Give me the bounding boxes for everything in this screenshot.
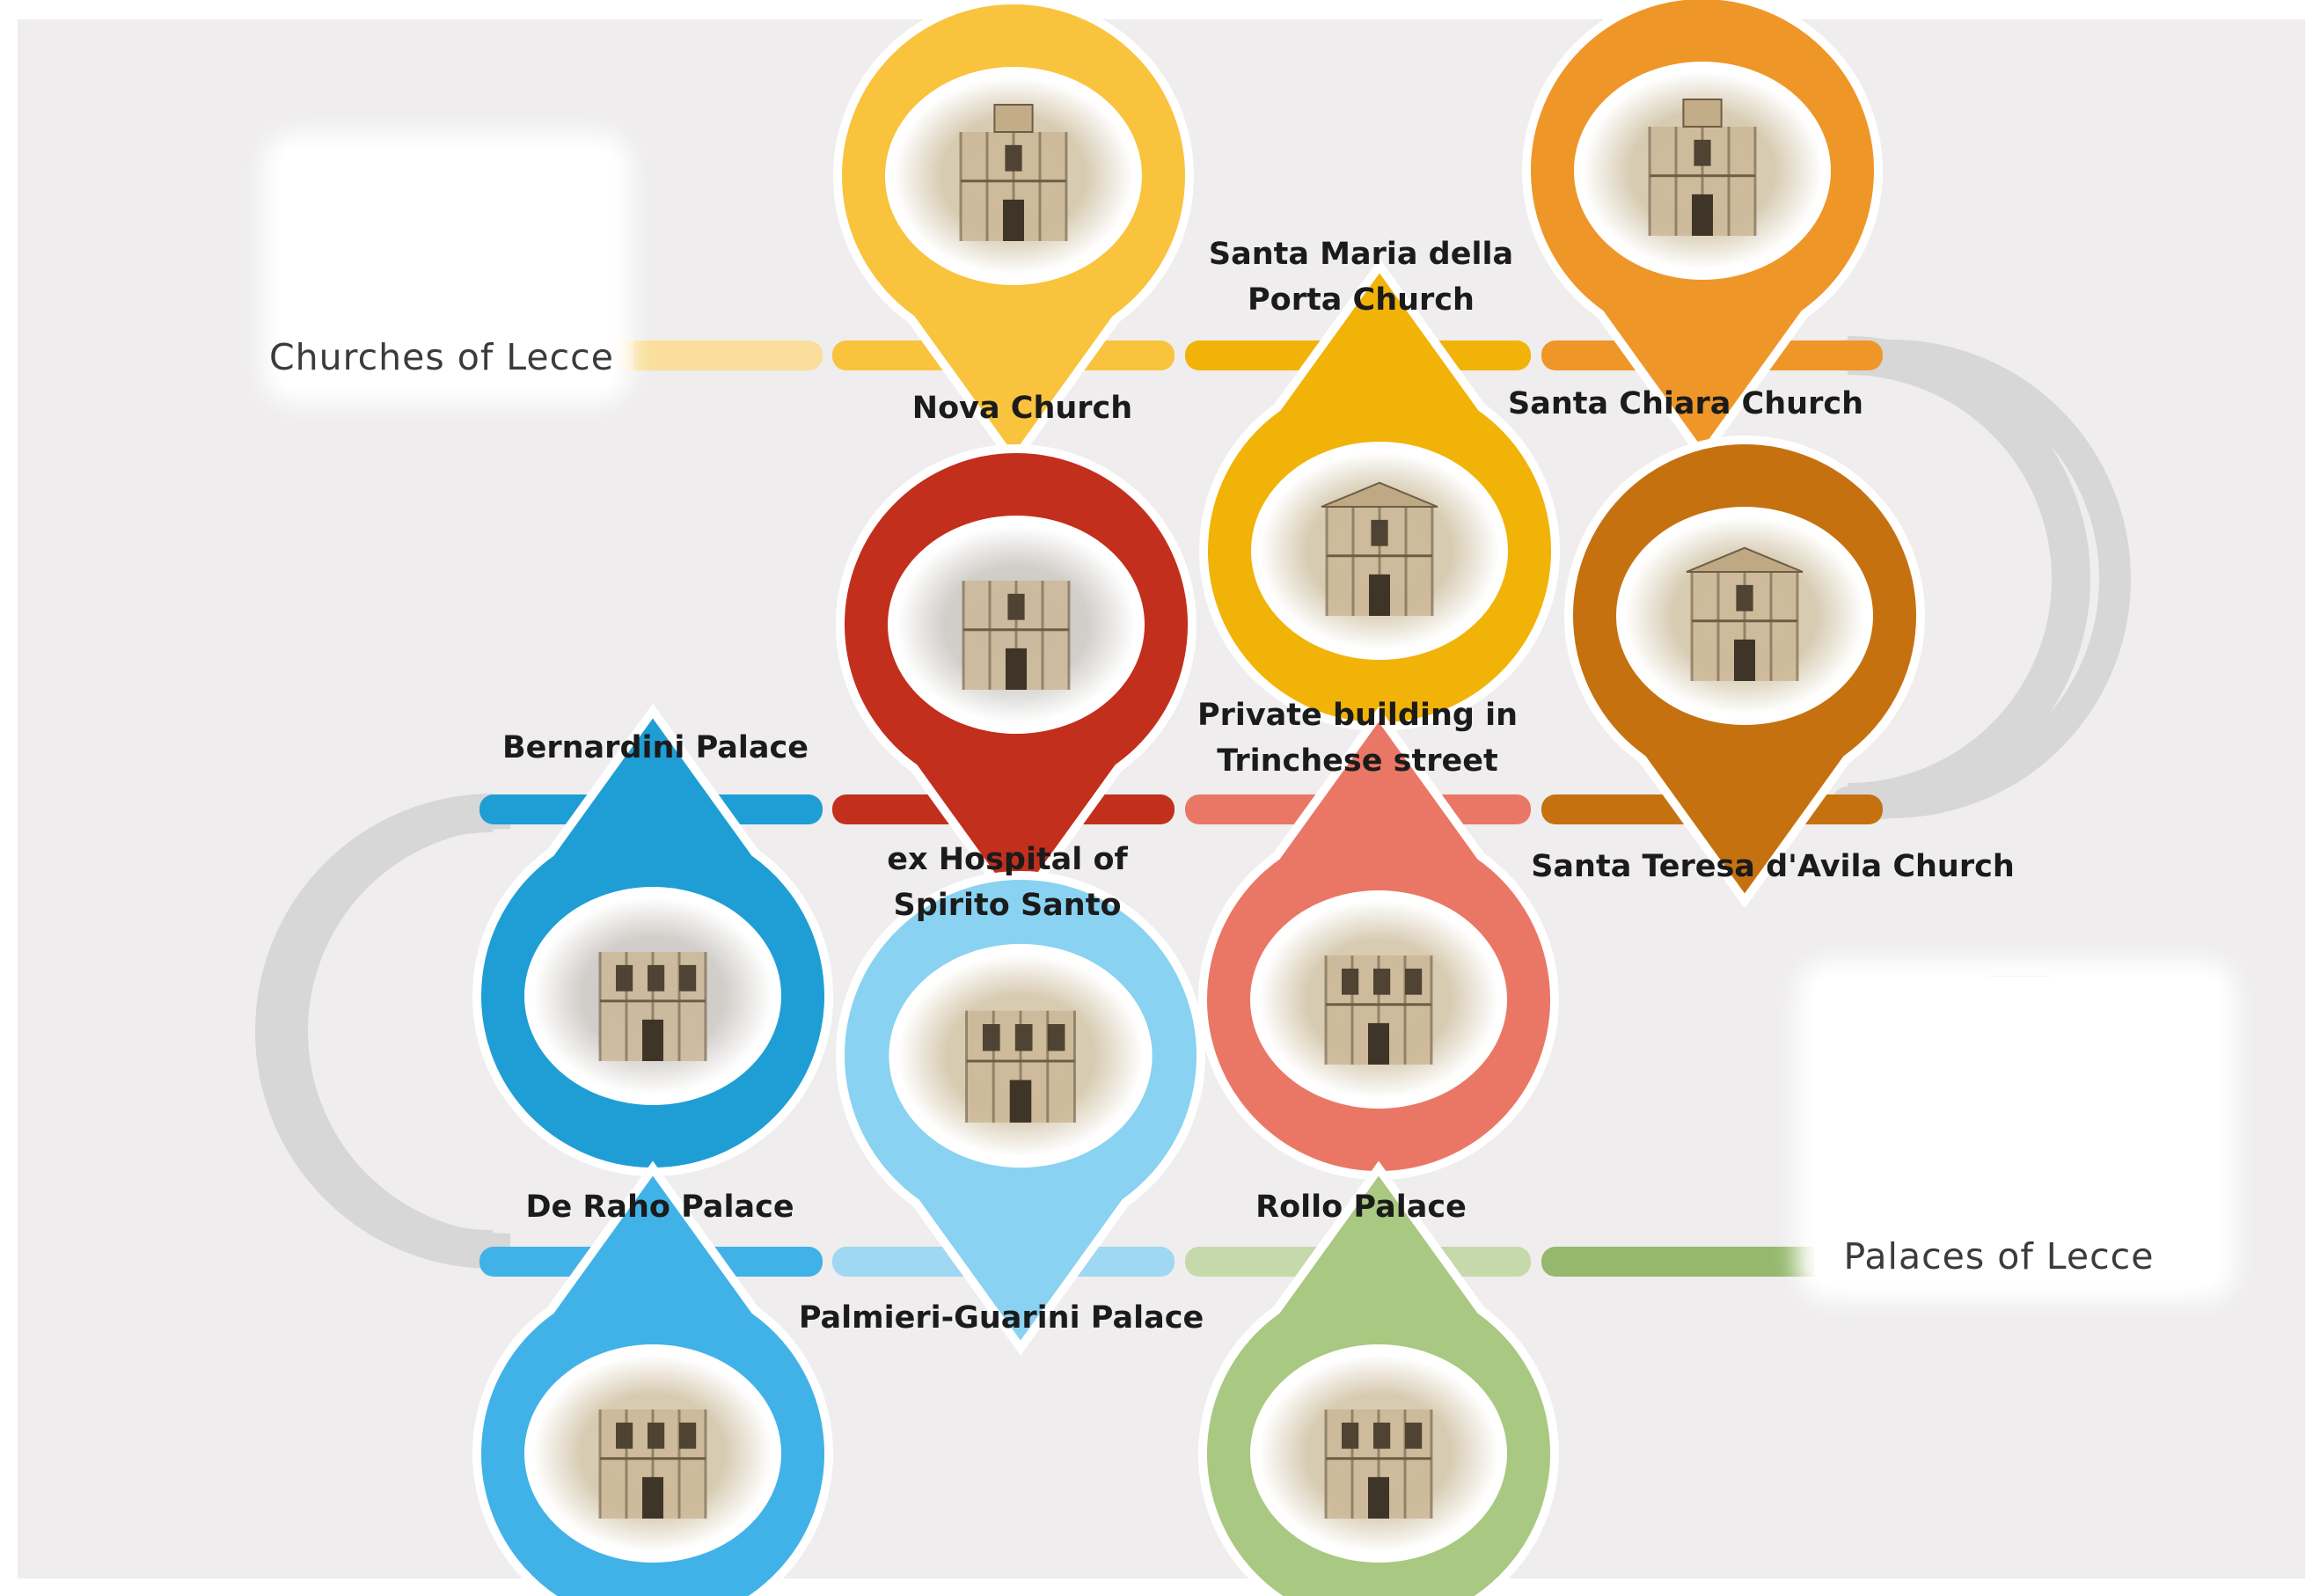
end-card bbox=[1814, 977, 2219, 1285]
pin-palmieri-guarini-palace bbox=[836, 871, 1205, 1356]
pin-ex-hospital-spirito-santo bbox=[836, 444, 1197, 918]
stop-label-line: Spirito Santo bbox=[893, 888, 1122, 923]
stop-label-line: Nova Church bbox=[911, 391, 1133, 426]
stop-label-line: Santa Chiara Church bbox=[1507, 386, 1864, 421]
facade-door bbox=[1003, 199, 1024, 241]
baroque-church-facade-icon bbox=[959, 104, 1068, 241]
facade-window bbox=[679, 964, 697, 992]
route-connector-left-arc bbox=[255, 794, 494, 1269]
stop-label-private-building-trinchese-street: Private building in Trinchese street bbox=[1197, 692, 1518, 784]
facade-door bbox=[1734, 639, 1755, 681]
facade-upper-tier bbox=[1682, 99, 1723, 128]
baroque-church-facade-icon bbox=[1648, 99, 1757, 236]
pin-private-building-trinchese-street bbox=[1198, 706, 1559, 1180]
facade-window bbox=[1405, 1422, 1423, 1449]
facade-window bbox=[1047, 1024, 1065, 1051]
stop-label-de-raho-palace: De Raho Palace bbox=[525, 1184, 794, 1230]
pin-nova-church bbox=[833, 0, 1194, 469]
stop-label-bernardini-palace: Bernardini Palace bbox=[502, 725, 809, 771]
facade-door bbox=[1009, 1080, 1032, 1123]
route-track-segment bbox=[616, 340, 823, 370]
pin-de-raho-palace bbox=[472, 1160, 833, 1596]
stop-label-line: Bernardini Palace bbox=[501, 730, 809, 765]
facade-window bbox=[616, 1422, 633, 1449]
stop-label-palmieri-guarini-palace: Palmieri-Guarini Palace bbox=[799, 1295, 1204, 1341]
facade-door bbox=[1368, 1022, 1389, 1065]
stop-label-ex-hospital-spirito-santo: ex Hospital of Spirito Santo bbox=[887, 837, 1128, 928]
street-facade-icon bbox=[1324, 1409, 1433, 1519]
pin-santa-teresa-davila-church bbox=[1564, 436, 1925, 909]
route-connector-right bbox=[1832, 340, 2131, 818]
route-connector-group bbox=[255, 336, 2131, 1269]
stop-label-line: ex Hospital of bbox=[887, 842, 1128, 877]
start-title: Churches of Lecce bbox=[269, 336, 614, 378]
pin-santa-maria-della-porta-church bbox=[1199, 258, 1560, 731]
end-title: Palaces of Lecce bbox=[1843, 1235, 2155, 1278]
stop-label-rollo-palace: Rollo Palace bbox=[1255, 1184, 1467, 1230]
facade-window bbox=[679, 1422, 697, 1449]
palace-facade-icon bbox=[598, 1409, 707, 1519]
stop-label-santa-maria-della-porta-church: Santa Maria della Porta Church bbox=[1209, 231, 1513, 323]
facade-window bbox=[648, 1422, 665, 1449]
facade-window bbox=[1373, 968, 1391, 995]
stop-label-line: De Raho Palace bbox=[525, 1190, 794, 1225]
facade-door bbox=[1368, 1476, 1389, 1519]
stop-label-santa-chiara-church: Santa Chiara Church bbox=[1508, 381, 1863, 427]
narrow-street-facade-icon bbox=[598, 952, 707, 1061]
facade-window bbox=[1005, 144, 1022, 172]
stop-label-line: Private building in bbox=[1197, 698, 1519, 733]
stop-label-line: Porta Church bbox=[1248, 282, 1475, 318]
facade-window bbox=[616, 964, 633, 992]
facade-window bbox=[1342, 1422, 1359, 1449]
classical-church-facade-icon bbox=[1321, 481, 1438, 616]
route-connector-right-arc bbox=[1847, 336, 2090, 822]
facade-door bbox=[1006, 648, 1027, 690]
facade-window bbox=[1694, 139, 1711, 166]
facade-door bbox=[642, 1019, 663, 1061]
facade-door bbox=[1692, 194, 1713, 236]
stop-label-line: Palmieri-Guarini Palace bbox=[798, 1300, 1204, 1336]
facade-window bbox=[1014, 1024, 1033, 1051]
facade-window bbox=[648, 964, 665, 992]
facade-window bbox=[1371, 519, 1388, 546]
stop-label-line: Santa Maria della bbox=[1208, 237, 1514, 272]
balcony-facade-icon bbox=[965, 1010, 1076, 1123]
facade-door bbox=[1369, 574, 1390, 616]
ornate-facade-icon bbox=[962, 581, 1071, 690]
facade-window bbox=[1373, 1422, 1391, 1449]
facade-window bbox=[1736, 584, 1753, 611]
pin-rollo-palace bbox=[1198, 1160, 1559, 1596]
stop-label-santa-teresa-davila-church: Santa Teresa d'Avila Church bbox=[1531, 844, 2015, 890]
facade-door bbox=[642, 1476, 663, 1519]
pin-santa-chiara-church bbox=[1522, 0, 1883, 464]
facade-window bbox=[1342, 968, 1359, 995]
stop-label-line: Trinchese street bbox=[1217, 743, 1498, 779]
facade-window bbox=[1007, 593, 1025, 620]
start-card bbox=[280, 150, 614, 387]
route-track-segment bbox=[1541, 1247, 1883, 1277]
pin-group bbox=[472, 0, 1925, 1596]
facade-window bbox=[982, 1024, 1000, 1051]
facade-upper-tier bbox=[993, 104, 1034, 133]
stop-label-line: Rollo Palace bbox=[1255, 1190, 1467, 1225]
stop-label-line: Santa Teresa d'Avila Church bbox=[1531, 849, 2015, 884]
stop-label-nova-church: Nova Church bbox=[912, 385, 1132, 431]
pin-bernardini-palace bbox=[472, 703, 833, 1176]
wide-church-facade-icon bbox=[1686, 546, 1804, 681]
facade-window bbox=[1405, 968, 1423, 995]
palazzo-facade-icon bbox=[1324, 955, 1433, 1065]
